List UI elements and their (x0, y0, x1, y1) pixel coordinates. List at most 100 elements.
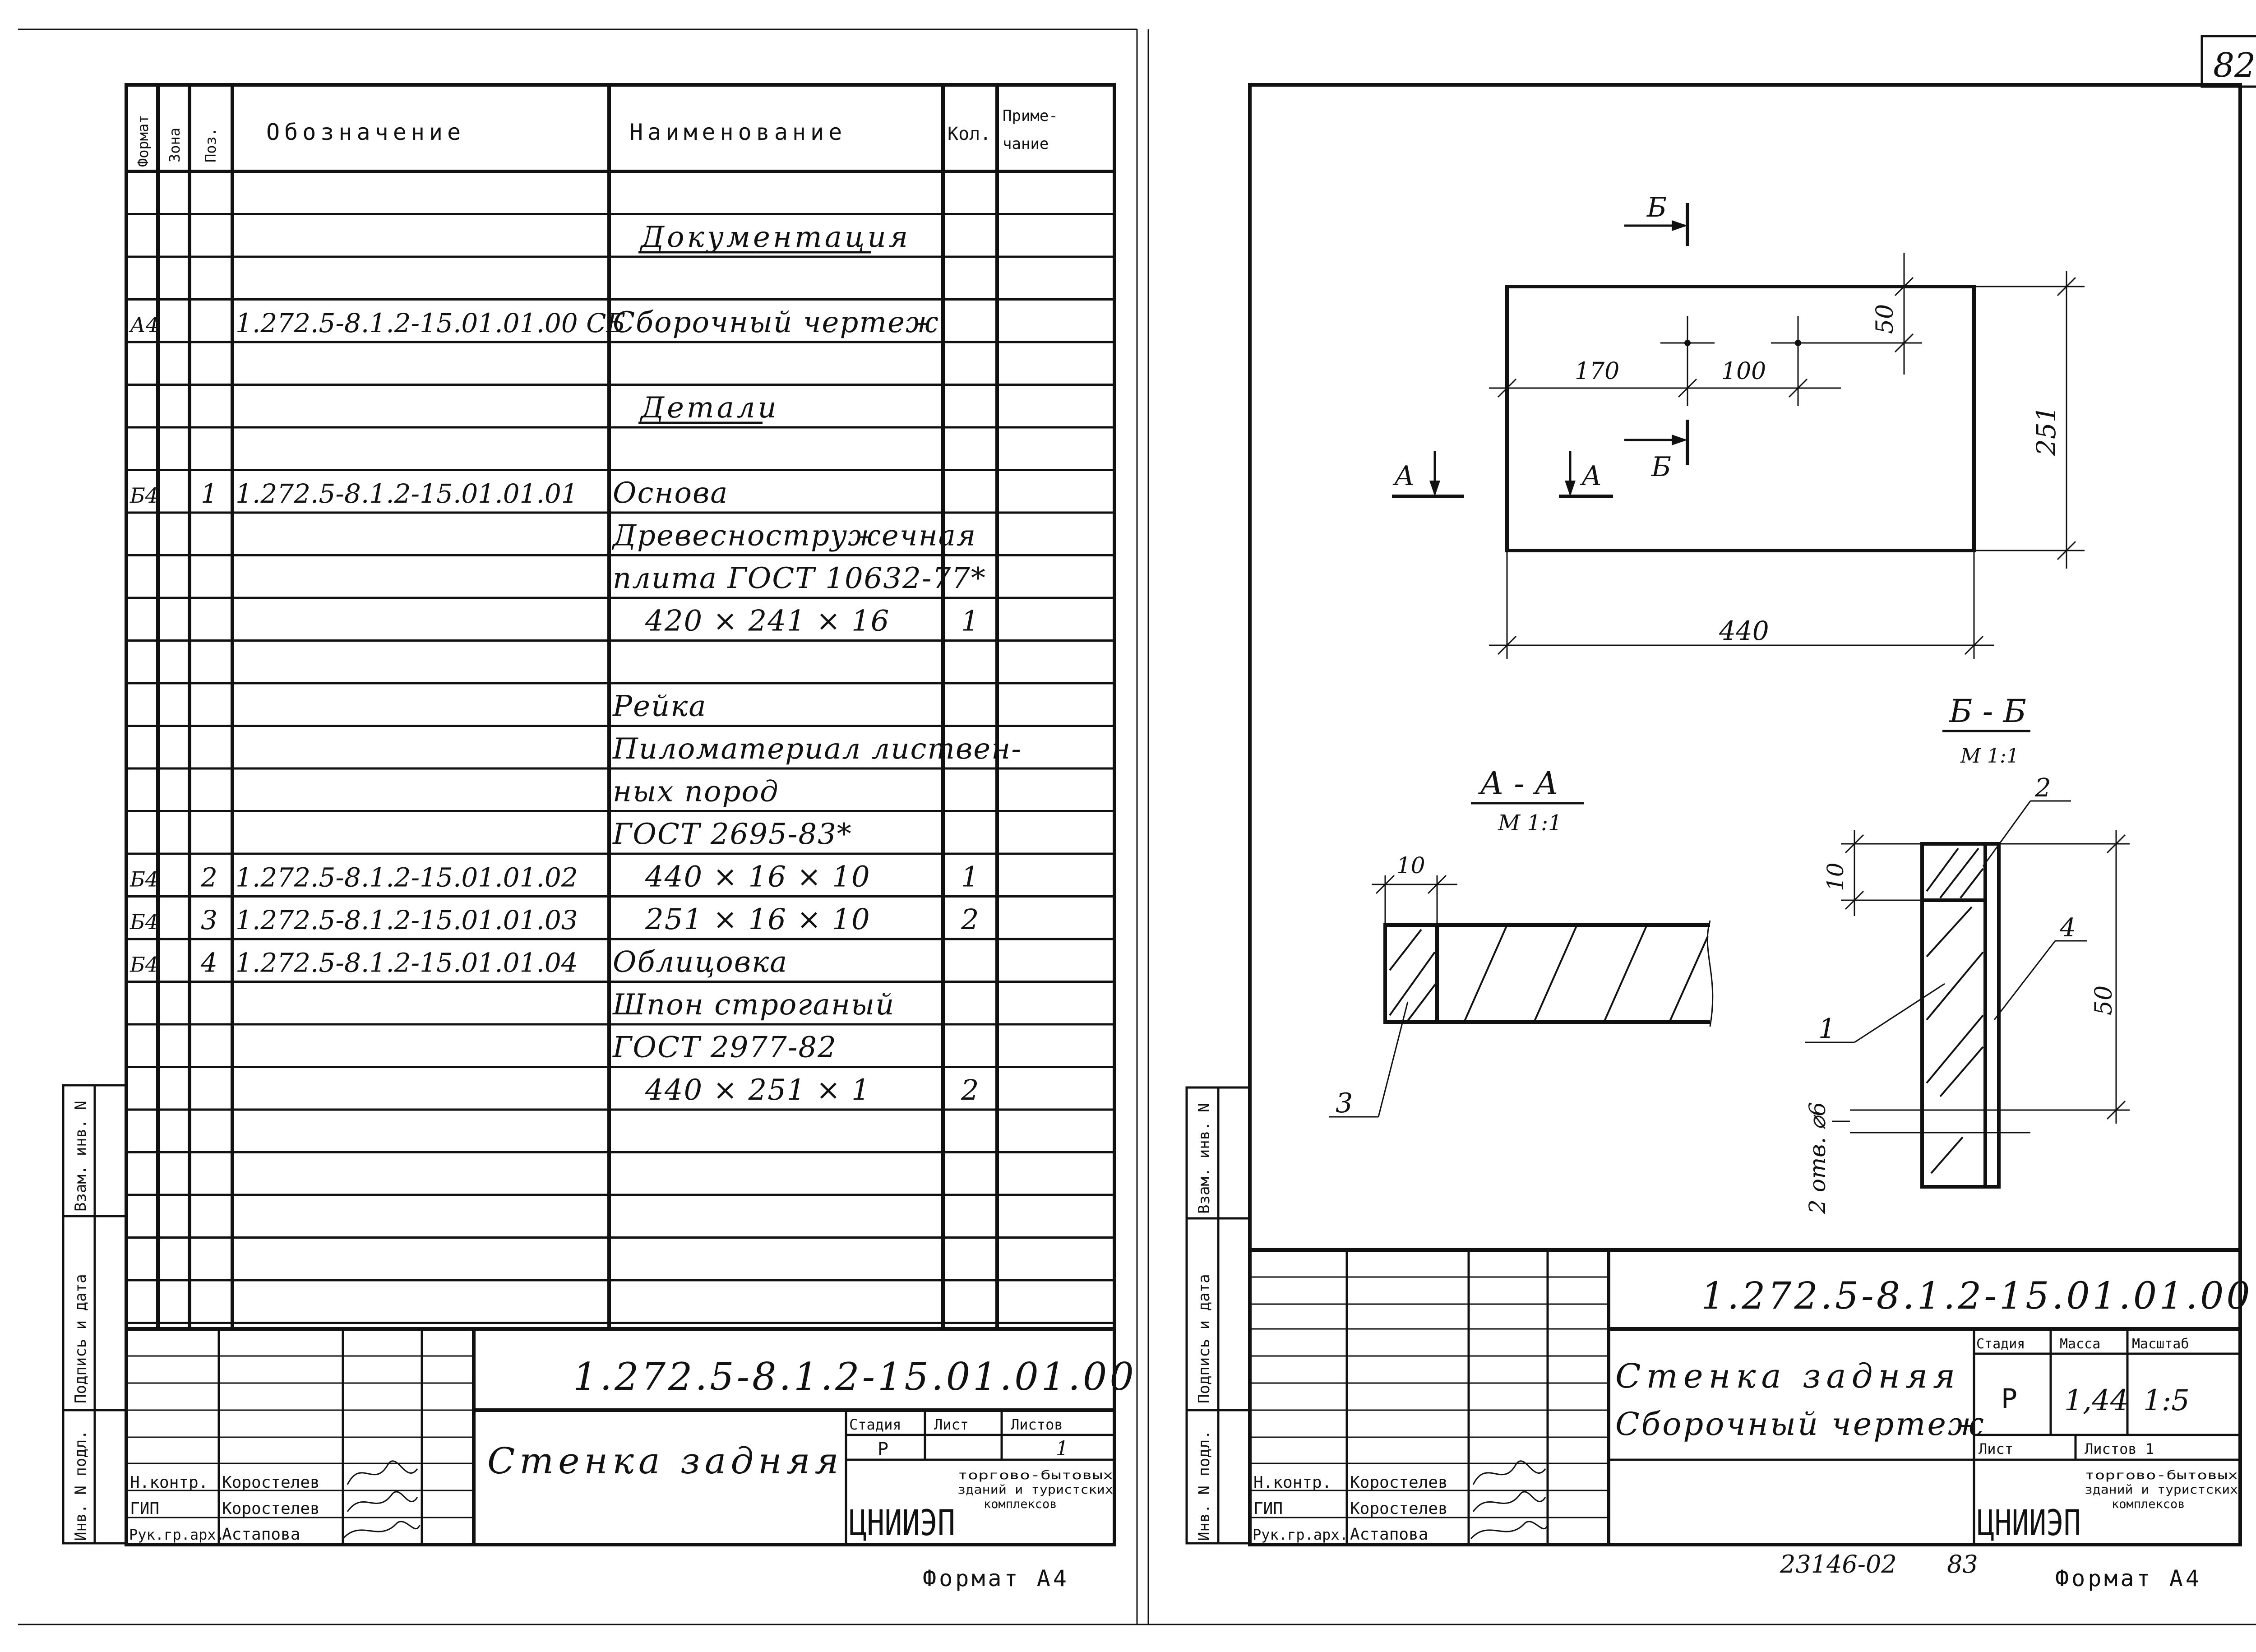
section-bb-title: Б - Б (1948, 693, 2026, 730)
dim-50-bb: 50 (2090, 986, 2117, 1015)
cell-name: 251 × 16 × 10 (645, 903, 871, 936)
drawing-stage-label: Стадия (1976, 1336, 2025, 1352)
right-side-strip: Инв. N подл. Подпись и дата Взам. инв. N (1185, 1086, 1251, 1545)
drawing-signatures (1470, 1460, 1549, 1539)
spec-title: Стенка задняя (487, 1440, 843, 1482)
cell-name: ных пород (613, 775, 779, 809)
dim-170: 170 (1575, 358, 1619, 385)
cell-name: Сборочный чертеж (613, 306, 939, 339)
drawing-title-2: Сборочный чертеж (1615, 1406, 1986, 1443)
spec-row: ГОСТ 2695-83* (612, 818, 852, 851)
mark-a-left: А (1392, 460, 1415, 492)
spec-name-1: Коростелев (222, 1473, 320, 1492)
spec-org-logo: ЦНИИЭП (849, 1503, 955, 1544)
cell-name: Рейка (612, 690, 707, 723)
cell-name: Основа (613, 477, 728, 510)
side-label-sign: Подпись и дата (72, 1274, 90, 1403)
cell-designation: 1.272.5-8.1.2-15.01.01.01 (236, 478, 578, 509)
spec-name-2: Коростелев (222, 1499, 320, 1518)
spec-org-line2: зданий и туристских (957, 1483, 1113, 1497)
cell-format: Б4 (129, 953, 158, 977)
cell-name: Древесностружечная (611, 519, 976, 553)
leader-4: 4 (2059, 913, 2076, 943)
cell-format: А4 (129, 313, 159, 337)
section-bb-scale: М 1:1 (1960, 745, 2019, 768)
spec-format: Формат А4 (923, 1565, 1069, 1592)
cell-name: Пиломатериал листвен- (612, 732, 1022, 766)
cell-name: Документация (639, 221, 911, 254)
cell-designation: 1.272.5-8.1.2-15.01.01.00 СБ (236, 308, 625, 338)
drawing-title-block: 1.272.5-8.1.2-15.01.01.00 СБ Стенка задн… (1250, 1248, 2256, 1545)
spec-name-3: Астапова (222, 1525, 300, 1544)
cell-designation: 1.272.5-8.1.2-15.01.01.04 (236, 948, 578, 978)
dim-251: 251 (2031, 406, 2062, 456)
drawing-scale-label: Масштаб (2132, 1336, 2189, 1352)
spec-role-3: Рук.гр.арх. (129, 1526, 225, 1543)
cell-pos: 1 (201, 478, 217, 509)
section-aa-scale: М 1:1 (1498, 810, 1562, 836)
spec-sheets: 1 (1056, 1437, 1068, 1460)
cell-qty: 2 (961, 903, 979, 936)
spec-row: Древесностружечная (611, 519, 976, 553)
side-label-inv: Инв. N подл. (72, 1430, 90, 1541)
header-zone: Зона (166, 128, 183, 162)
cell-designation: 1.272.5-8.1.2-15.01.01.02 (236, 862, 578, 893)
spec-row: Детали (638, 391, 779, 425)
mark-b-mid: Б (1651, 451, 1671, 483)
spec-role-2: ГИП (130, 1499, 159, 1518)
section-a-a: А - А М 1:1 10 3 (1329, 765, 1714, 1119)
spec-row: Документация (638, 221, 911, 254)
drawing-sheet-label: Лист (1979, 1440, 2013, 1458)
drawing-mass-label: Масса (2060, 1336, 2100, 1352)
spec-row: Пиломатериал листвен- (612, 732, 1022, 766)
spec-table: Формат Зона Поз. Обозначение Наименовани… (125, 83, 1116, 1546)
spec-org-logo-text: ЦНИИЭП (849, 1503, 955, 1544)
drawing-scale: 1:5 (2143, 1384, 2190, 1417)
spec-stage-label: Стадия (849, 1416, 901, 1433)
specification-sheet: Инв. N подл. Подпись и дата Взам. инв. N… (62, 83, 1134, 1592)
cell-format: Б4 (129, 910, 158, 934)
section-b-b: Б - Б М 1:1 10 (1804, 693, 2130, 1214)
cell-name: ГОСТ 2977-82 (612, 1031, 837, 1064)
drawing-frame (1248, 83, 2242, 1546)
drawing-designation: 1.272.5-8.1.2-15.01.01.00 СБ (1701, 1275, 2256, 1318)
cell-name: Детали (639, 391, 779, 425)
right-side-label-replace: Взам. инв. N (1195, 1103, 1213, 1214)
spec-row: Шпон строганый (612, 988, 894, 1022)
leader-holes: 2 отв. ⌀6 (1804, 1102, 1831, 1214)
drawing-org-line1: торгово-бытовых (2085, 1468, 2238, 1482)
section-aa-title: А - А (1478, 765, 1558, 802)
spec-sheet-label: Лист (934, 1416, 969, 1433)
spec-stage: Р (878, 1439, 888, 1460)
drawing-name-3: Астапова (1350, 1525, 1428, 1544)
leader-3: 3 (1336, 1087, 1353, 1119)
cell-pos: 2 (200, 862, 217, 893)
cell-qty: 1 (961, 861, 979, 893)
header-pos: Поз. (202, 128, 219, 162)
dim-100: 100 (1721, 358, 1766, 385)
drawing-org-line3: комплексов (2112, 1497, 2185, 1511)
footer-page: 83 (1947, 1550, 1978, 1578)
header-qty: Кол. (948, 124, 991, 144)
mark-a-mid: А (1580, 460, 1602, 492)
drawing-role-1: Н.контр. (1253, 1473, 1331, 1492)
cell-name: Облицовка (613, 946, 788, 979)
cell-name: 440 × 251 × 1 (645, 1074, 871, 1107)
drawing-stage: Р (2001, 1383, 2017, 1415)
right-side-label-inv: Инв. N подл. (1195, 1430, 1213, 1541)
cell-qty: 2 (961, 1074, 979, 1106)
cell-name: ГОСТ 2695-83* (612, 818, 852, 851)
header-name: Наименование (629, 119, 846, 145)
left-side-strip: Инв. N подл. Подпись и дата Взам. инв. N (62, 1084, 128, 1545)
spec-org-line3: комплексов (984, 1497, 1057, 1511)
dim-50: 50 (1872, 304, 1899, 334)
cell-pos: 3 (201, 905, 217, 935)
leader-1: 1 (1818, 1013, 1835, 1045)
plan-view: 440 251 170 100 50 (1392, 192, 2085, 659)
drawing-name-2: Коростелев (1350, 1499, 1448, 1518)
